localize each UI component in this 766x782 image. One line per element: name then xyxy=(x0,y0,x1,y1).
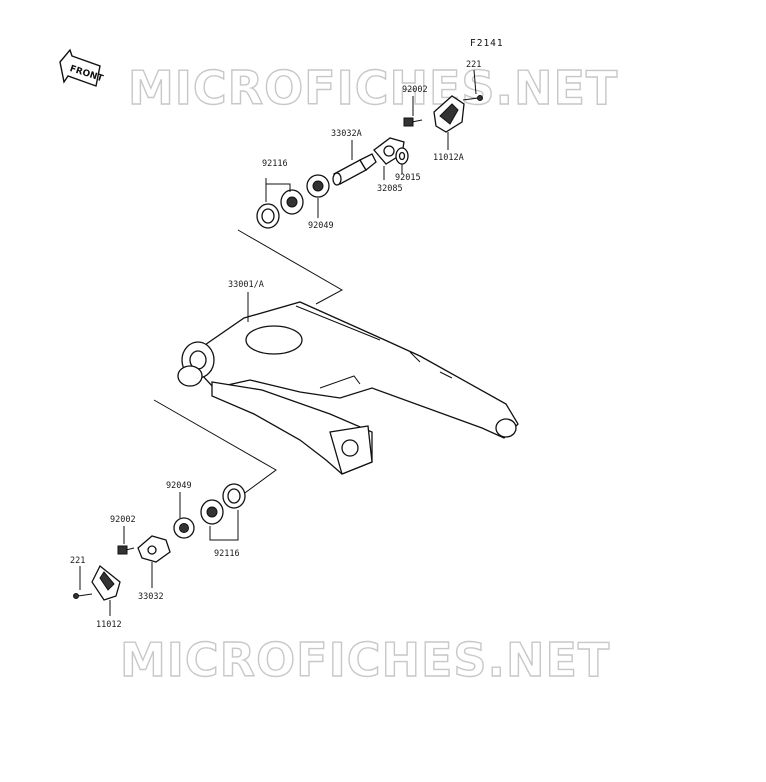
screw-92002-top xyxy=(403,117,423,127)
label-92049-top: 92049 xyxy=(308,221,334,231)
watermark-top: MICROFICHES.NET xyxy=(128,61,618,115)
label-221-bottom: 221 xyxy=(70,556,85,566)
label-33001A: 33001/A xyxy=(228,280,264,290)
figure-code: F2141 xyxy=(470,38,504,49)
label-92002-bottom: 92002 xyxy=(110,515,136,525)
bolt-221-bottom xyxy=(73,593,93,599)
shaft-33032A xyxy=(332,153,377,186)
label-92002-top: 92002 xyxy=(402,85,428,95)
cap-11012A xyxy=(433,95,465,133)
label-92049-bottom: 92049 xyxy=(166,481,192,491)
label-11012: 11012 xyxy=(96,620,122,630)
label-92116-top: 92116 xyxy=(262,159,288,169)
label-92015: 92015 xyxy=(395,173,421,183)
front-arrow-icon: FRONT xyxy=(59,48,105,87)
label-33032A: 33032A xyxy=(331,129,362,139)
label-221-top: 221 xyxy=(466,60,481,70)
screw-92002-bottom xyxy=(117,545,135,555)
label-11012A: 11012A xyxy=(433,153,464,163)
seal-92049-bottom xyxy=(173,517,195,539)
bearing-92116-bottom xyxy=(200,483,246,525)
swing-arm-33001A xyxy=(177,301,519,475)
label-33032: 33032 xyxy=(138,592,164,602)
bolt-221-top xyxy=(462,95,483,101)
bearing-92116-top xyxy=(256,189,304,229)
plate-32085 xyxy=(373,137,405,165)
cap-11012 xyxy=(91,564,121,601)
washer-92015 xyxy=(395,147,409,165)
label-92116-bottom: 92116 xyxy=(214,549,240,559)
plate-33032 xyxy=(137,535,171,563)
watermark-bottom: MICROFICHES.NET xyxy=(120,633,610,687)
seal-92049-top xyxy=(306,174,330,198)
label-32085: 32085 xyxy=(377,184,403,194)
